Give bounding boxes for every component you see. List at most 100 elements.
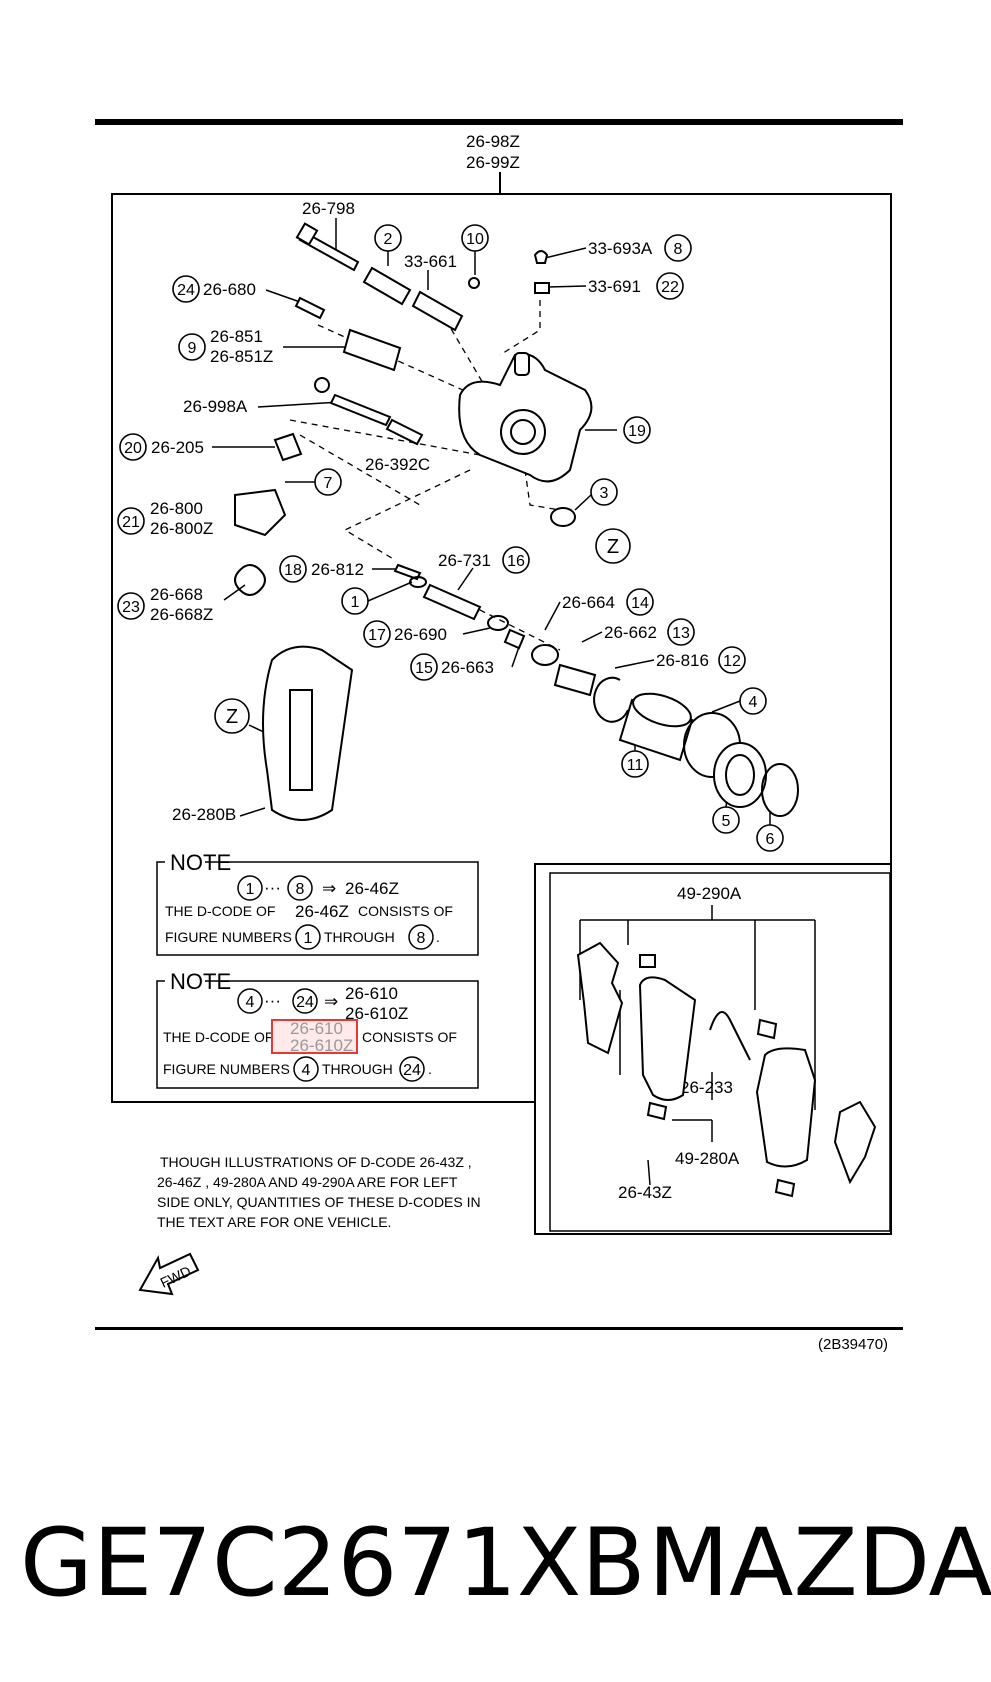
note-1-line1b: CONSISTS OF [358, 903, 453, 919]
note-1-line2b: THROUGH [324, 929, 395, 945]
svg-text:.: . [428, 1061, 432, 1077]
svg-text:26-46Z , 49-280A AND 49-290: 26-46Z , 49-280A AND 49-290A ARE FOR LEF… [157, 1174, 458, 1190]
svg-text:24: 24 [177, 282, 195, 299]
bolt-680 [294, 296, 326, 320]
piston-11 [618, 692, 694, 762]
snap-ring-816 [593, 676, 629, 723]
spring-233 [709, 1011, 751, 1061]
svg-text:SIDE ONLY, QUANTITIES OF THE: SIDE ONLY, QUANTITIES OF THESE D-CODES I… [157, 1194, 481, 1210]
svg-text:4: 4 [749, 694, 758, 711]
pad-inner [638, 976, 697, 1101]
note-2-arrow: ⇒ [324, 992, 338, 1011]
bushing-3 [550, 507, 576, 527]
svg-text:16: 16 [507, 553, 525, 570]
note-1-line1-code: 26-46Z [295, 902, 349, 921]
svg-text:6: 6 [766, 831, 775, 848]
svg-text:9: 9 [188, 340, 197, 357]
svg-text:26-392C: 26-392C [365, 455, 430, 474]
pad-kit-inner [549, 872, 891, 1232]
svg-text:26-800Z: 26-800Z [150, 519, 213, 538]
caliper-bracket [262, 645, 354, 821]
svg-text:26-998A: 26-998A [183, 397, 248, 416]
svg-text:20: 20 [124, 440, 142, 457]
callout-3 [590, 478, 618, 506]
highlight-box [271, 1019, 358, 1054]
svg-text:13: 13 [672, 625, 690, 642]
clip-d [774, 1178, 796, 1198]
note-2-from: 4 [246, 994, 255, 1011]
svg-text:26-731: 26-731 [438, 551, 491, 570]
clip-a [639, 954, 656, 968]
svg-text:26-668: 26-668 [150, 585, 203, 604]
callout-20 [119, 433, 147, 461]
svg-text:26-851: 26-851 [210, 327, 263, 346]
svg-text:Z: Z [226, 706, 238, 728]
svg-text:1: 1 [351, 594, 360, 611]
pad-kit-box [534, 863, 892, 1235]
nut-662 [553, 663, 597, 697]
svg-text:26-205: 26-205 [151, 438, 204, 457]
svg-text:26-851Z: 26-851Z [210, 347, 273, 366]
svg-text:49-290A: 49-290A [677, 884, 742, 903]
clip-c [646, 1101, 668, 1121]
svg-text:19: 19 [628, 423, 646, 440]
caliper-parts [234, 222, 799, 821]
svg-text:3: 3 [600, 485, 609, 502]
oring-6 [761, 763, 799, 817]
svg-text:14: 14 [631, 595, 649, 612]
note-1-result: 26-46Z [345, 879, 399, 898]
note-2-dots: ··· [264, 991, 281, 1010]
svg-text:Z: Z [607, 536, 619, 558]
svg-text:49-280A: 49-280A [675, 1149, 740, 1168]
callout-9 [178, 333, 206, 361]
svg-text:8: 8 [417, 930, 426, 947]
note-1: NOTE 1 ··· 8 ⇒ 26-46Z THE D-CODE OF 26-4… [156, 850, 479, 956]
lever-800 [234, 488, 287, 537]
svg-text:26-690: 26-690 [394, 625, 447, 644]
svg-text:5: 5 [722, 813, 731, 830]
svg-text:26-233: 26-233 [680, 1078, 733, 1097]
svg-text:26-43Z: 26-43Z [618, 1183, 672, 1202]
shim-left [576, 941, 624, 1055]
svg-text:33-661: 33-661 [404, 252, 457, 271]
boot-5 [713, 742, 767, 808]
svg-text:22: 22 [661, 279, 679, 296]
svg-text:26-680: 26-680 [203, 280, 256, 299]
callout-15 [410, 653, 438, 681]
svg-text:1: 1 [304, 930, 313, 947]
caption-brand: MAZDA [648, 1509, 991, 1618]
note-1-to: 8 [296, 881, 305, 898]
shaft-731 [422, 583, 482, 621]
note-1-line1a: THE D-CODE OF [165, 903, 275, 919]
svg-text:26-662: 26-662 [604, 623, 657, 642]
svg-text:26-800: 26-800 [150, 499, 203, 518]
svg-text:10: 10 [466, 231, 484, 248]
svg-text:.: . [436, 929, 440, 945]
svg-text:33-693A: 33-693A [588, 239, 653, 258]
callout-z2 [214, 698, 250, 734]
note-2-line1a: THE D-CODE OF [163, 1029, 273, 1045]
svg-text:17: 17 [368, 627, 386, 644]
clip-663 [503, 628, 526, 650]
svg-text:23: 23 [122, 599, 140, 616]
svg-text:26-280B: 26-280B [172, 805, 236, 824]
svg-text:26-663: 26-663 [441, 658, 494, 677]
svg-text:26-664: 26-664 [562, 593, 615, 612]
callout-17 [363, 620, 391, 648]
svg-text:26-816: 26-816 [656, 651, 709, 670]
bolt-998A [329, 393, 392, 427]
part-labels: 26-798 33-661 33-693A 33-691 26-680 26-8… [150, 199, 742, 1202]
callout-19 [623, 416, 651, 444]
svg-text:15: 15 [415, 660, 433, 677]
oring-1 [409, 576, 427, 588]
callout-z1 [595, 528, 631, 564]
pin-812 [393, 563, 422, 581]
svg-text:26-798: 26-798 [302, 199, 355, 218]
guide-bolt [295, 222, 360, 272]
label-26-98z: 26-98Z [466, 132, 520, 151]
note-2-line1b: CONSISTS OF [362, 1029, 457, 1045]
svg-text:THOUGH ILLUSTRATIONS OF D-C: THOUGH ILLUSTRATIONS OF D-CODE 26-43Z , [160, 1154, 472, 1170]
note-2-result2: 26-610Z [345, 1004, 408, 1023]
fwd-arrow: FWD [138, 1252, 200, 1296]
svg-text:4: 4 [302, 1062, 311, 1079]
